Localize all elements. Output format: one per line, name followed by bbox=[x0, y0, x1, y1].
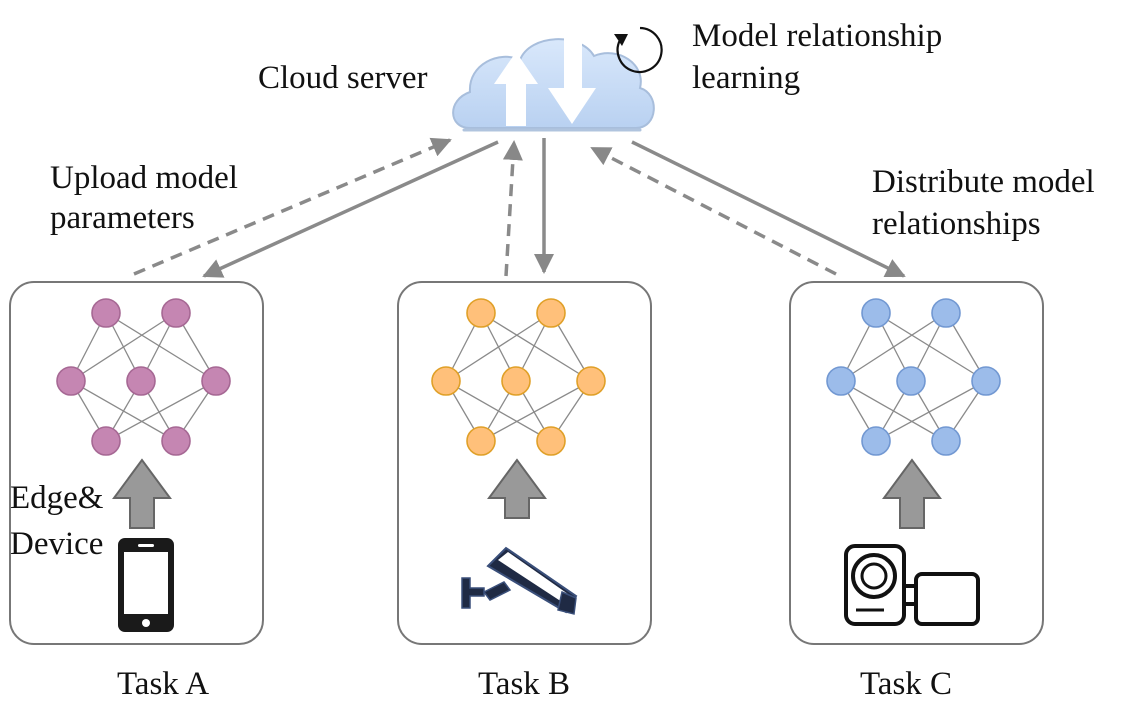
network-node bbox=[161, 426, 191, 456]
network-edge bbox=[480, 380, 592, 442]
upload-label-line1: Upload model bbox=[50, 160, 238, 196]
network-node bbox=[861, 426, 891, 456]
gray-up-arrow-a bbox=[112, 458, 172, 529]
neural-network-c bbox=[826, 298, 1001, 456]
network-edge bbox=[445, 312, 552, 382]
network-edge bbox=[875, 312, 987, 382]
network-node bbox=[536, 298, 566, 328]
smartphone-icon bbox=[118, 538, 174, 632]
distribute-arrow-c bbox=[631, 140, 906, 278]
network-node bbox=[91, 426, 121, 456]
task-a-label: Task A bbox=[117, 666, 209, 702]
model-relationship-label-line1: Model relationship bbox=[692, 18, 942, 54]
task-b-box bbox=[397, 281, 652, 645]
upload-label-line2: parameters bbox=[50, 200, 195, 236]
network-node bbox=[201, 366, 231, 396]
edge-device-label-line1: Edge& bbox=[10, 480, 104, 516]
cloud-upload-download-icon bbox=[452, 36, 655, 132]
network-edge bbox=[70, 312, 177, 382]
network-node bbox=[971, 366, 1001, 396]
edge-device-label-line2: Device bbox=[10, 526, 103, 562]
upload-arrow-c bbox=[590, 146, 837, 276]
network-node bbox=[91, 298, 121, 328]
network-node bbox=[466, 298, 496, 328]
network-node bbox=[161, 298, 191, 328]
distribute-arrow-a bbox=[202, 140, 499, 278]
network-node bbox=[126, 366, 156, 396]
network-node bbox=[861, 298, 891, 328]
network-node bbox=[466, 426, 496, 456]
task-b-label: Task B bbox=[478, 666, 570, 702]
network-node bbox=[56, 366, 86, 396]
network-node bbox=[576, 366, 606, 396]
upload-arrow-b bbox=[502, 140, 523, 277]
upload-arrow-a bbox=[133, 137, 452, 276]
network-node bbox=[931, 426, 961, 456]
gray-up-arrow-c bbox=[882, 458, 942, 529]
network-node bbox=[931, 298, 961, 328]
network-node bbox=[896, 366, 926, 396]
model-relationship-label-line2: learning bbox=[692, 60, 800, 96]
arrows bbox=[133, 137, 906, 278]
network-edge bbox=[105, 380, 217, 442]
video-camera-icon bbox=[844, 544, 980, 626]
gray-up-arrow-b bbox=[487, 458, 547, 519]
network-node bbox=[501, 366, 531, 396]
security-camera-icon bbox=[461, 546, 578, 615]
distribute-label-line2: relationships bbox=[872, 206, 1041, 242]
network-node bbox=[536, 426, 566, 456]
network-edge bbox=[480, 312, 592, 382]
network-edge bbox=[840, 312, 947, 382]
network-edge bbox=[105, 312, 217, 382]
neural-network-b bbox=[431, 298, 606, 456]
network-node bbox=[431, 366, 461, 396]
task-c-label: Task C bbox=[860, 666, 952, 702]
neural-network-a bbox=[56, 298, 231, 456]
network-node bbox=[826, 366, 856, 396]
cloud-server-label: Cloud server bbox=[258, 60, 428, 96]
network-edge bbox=[875, 380, 987, 442]
circular-arrow-icon bbox=[614, 26, 663, 74]
distribute-label-line1: Distribute model bbox=[872, 164, 1095, 200]
